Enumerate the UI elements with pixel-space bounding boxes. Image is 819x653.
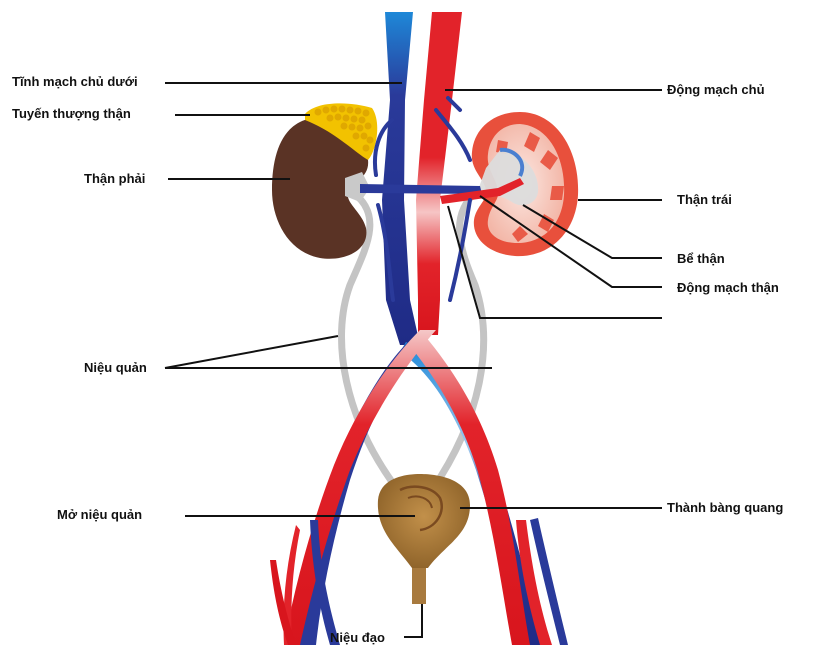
- label-left-kidney: Thận trái: [677, 192, 732, 208]
- label-inferior-vena-cava: Tĩnh mạch chủ dưới: [12, 74, 138, 90]
- label-bladder-wall: Thành bàng quang: [667, 500, 783, 516]
- left-kidney-shape: [472, 112, 578, 256]
- label-ureteral-orifice: Mở niệu quản: [57, 507, 142, 523]
- renal-vein-shape: [360, 184, 482, 194]
- bladder-shape: [378, 474, 470, 604]
- label-right-kidney: Thận phải: [84, 171, 145, 187]
- label-aorta: Động mạch chủ: [667, 82, 765, 98]
- inferior-vena-cava-shape: [382, 12, 420, 345]
- label-adrenal-gland: Tuyến thượng thận: [12, 106, 131, 122]
- label-urethra: Niệu đạo: [330, 630, 385, 646]
- label-renal-pelvis: Bể thận: [677, 251, 725, 267]
- label-ureter: Niệu quản: [84, 360, 147, 376]
- label-renal-artery: Động mạch thận: [677, 280, 779, 296]
